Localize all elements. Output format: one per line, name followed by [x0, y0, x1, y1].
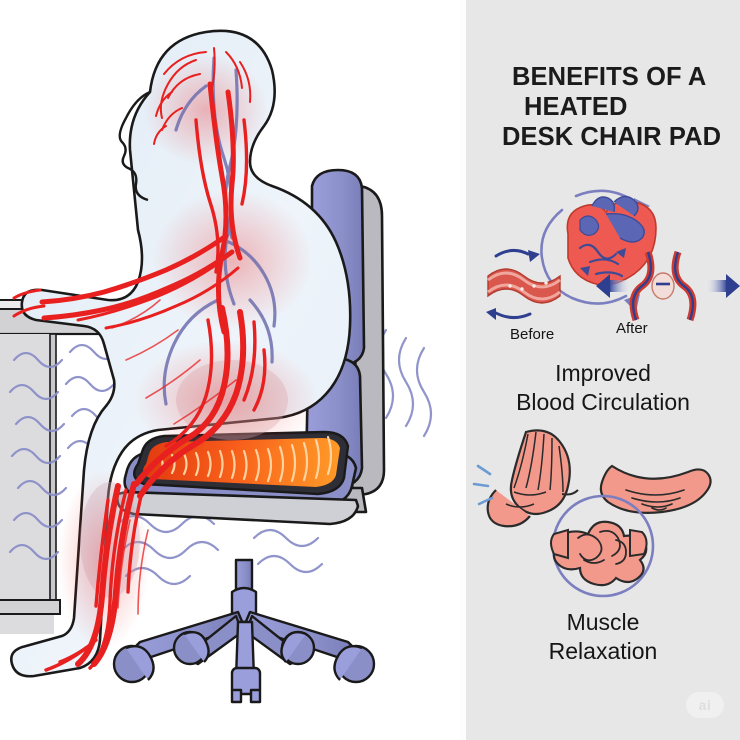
- circulation-glow: [58, 54, 318, 650]
- illustration-panel: [0, 29, 433, 704]
- benefit-2-caption-line-1: Muscle: [566, 609, 640, 635]
- title-line-1: BENEFITS OF A: [512, 63, 707, 91]
- panel-divider: [460, 0, 466, 740]
- heat-waves-left: [8, 343, 122, 561]
- strain-spark-icon: [472, 464, 494, 506]
- benefit-1-caption-line-1: Improved: [555, 360, 651, 386]
- info-panel: BENEFITS OF A HEATED DESK CHAIR PAD: [466, 0, 740, 740]
- label-before: Before: [510, 326, 555, 343]
- blood-vessel-after-icon: [596, 250, 740, 322]
- title-line-2: HEATED: [524, 93, 628, 121]
- chair-base: [112, 558, 376, 704]
- benefit-2-caption-line-2: Relaxation: [548, 638, 658, 664]
- ai-watermark-badge: ai: [686, 692, 724, 718]
- benefit-2-caption: Muscle Relaxation: [466, 608, 740, 666]
- arterial-system: [12, 47, 267, 672]
- heart-icon: [566, 195, 657, 286]
- title-line-3: DESK CHAIR PAD: [502, 123, 722, 151]
- muscle-relaxation-icon-group: [466, 418, 740, 598]
- blood-vessel-before-icon: [486, 249, 561, 320]
- seated-figure-illustration: [0, 29, 433, 704]
- knotted-muscle-icon: [550, 494, 655, 598]
- benefit-blood-circulation: Before After Improved Blood Circulation: [466, 176, 740, 415]
- dilation-arrow-right: [704, 274, 740, 298]
- blood-circulation-icon-group: Before After: [466, 176, 740, 343]
- relaxed-muscle-icon: [599, 464, 712, 514]
- benefit-muscle-relaxation: Muscle Relaxation: [466, 418, 740, 668]
- benefit-1-caption-line-2: Blood Circulation: [516, 389, 690, 415]
- dilation-arrow-left: [596, 274, 632, 298]
- page-title: BENEFITS OF A HEATED DESK CHAIR PAD: [466, 62, 740, 152]
- label-after: After: [616, 320, 648, 337]
- strained-muscle-icon: [472, 429, 579, 528]
- benefit-1-caption: Improved Blood Circulation: [466, 359, 740, 417]
